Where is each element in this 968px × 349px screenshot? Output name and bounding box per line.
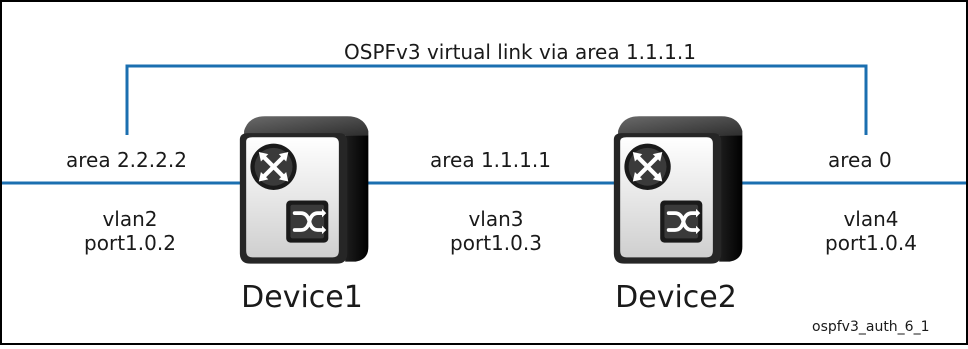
port-label-middle: port1.0.3 — [450, 231, 542, 255]
device1-label: Device1 — [241, 280, 363, 315]
vlan-label-middle: vlan3 — [468, 207, 524, 231]
area-label-middle: area 1.1.1.1 — [430, 148, 551, 172]
device1-icon — [240, 116, 369, 263]
area-label-right: area 0 — [828, 148, 892, 172]
device2-label: Device2 — [615, 280, 737, 315]
vlan-label-left: vlan2 — [102, 207, 158, 231]
area-label-left: area 2.2.2.2 — [66, 148, 187, 172]
virtual-link-label: OSPFv3 virtual link via area 1.1.1.1 — [344, 40, 696, 64]
figure-id: ospfv3_auth_6_1 — [812, 319, 930, 335]
device2-icon — [614, 116, 743, 263]
port-label-left: port1.0.2 — [84, 231, 176, 255]
vlan-label-right: vlan4 — [843, 207, 899, 231]
port-label-right: port1.0.4 — [825, 231, 917, 255]
virtual-link-line — [125, 64, 868, 135]
